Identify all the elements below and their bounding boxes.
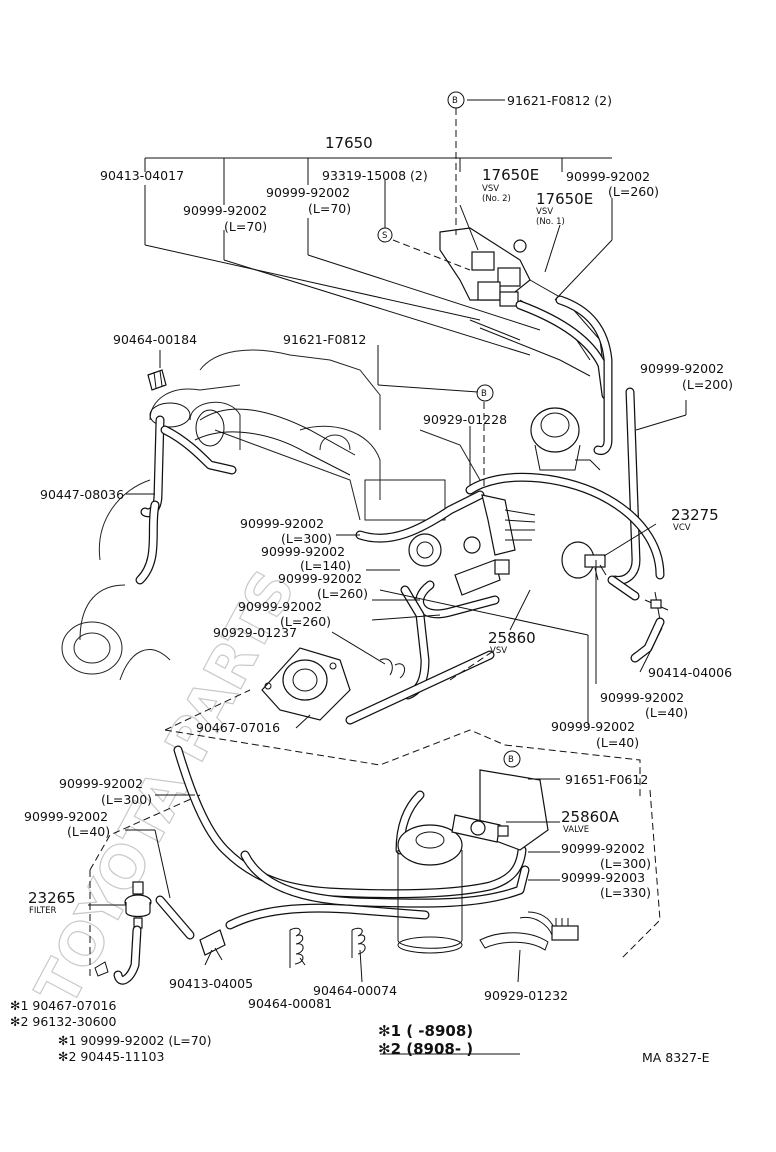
label-hose-l40a: 90999-92002: [600, 690, 684, 705]
svg-text:FILTER: FILTER: [29, 906, 57, 916]
label-17650e-no2: 17650E: [482, 166, 539, 184]
svg-text:(L=200): (L=200): [682, 377, 733, 392]
lower-group-boundary: [89, 649, 661, 980]
label-90464-00074: 90464-00074: [313, 983, 397, 998]
svg-text:(No. 2): (No. 2): [482, 194, 511, 204]
svg-text:(L=70): (L=70): [224, 219, 267, 234]
engine-block-outline: [61, 349, 481, 681]
svg-text:VCV: VCV: [673, 523, 691, 533]
svg-text:B: B: [452, 96, 458, 106]
note-2b: ✻2 90445-11103: [58, 1049, 164, 1064]
valve-25860a: [451, 769, 549, 851]
tee-90414-04006: [644, 591, 669, 621]
vsv-bracket-01228: [481, 494, 536, 556]
actuator-body: [397, 824, 463, 954]
label-25860a: 25860A: [561, 808, 620, 826]
clip-90464-00074: [351, 927, 366, 958]
label-hose-l300c: 90999-92002: [561, 841, 645, 856]
svg-text:(L=40): (L=40): [645, 705, 688, 720]
legend-2: ✻2 (8908- ): [378, 1040, 473, 1058]
svg-text:(L=140): (L=140): [300, 558, 351, 573]
egr-valve: [530, 407, 601, 471]
clamp-90929-01232: [479, 911, 579, 951]
figure-code: MA 8327-E: [642, 1050, 710, 1065]
label-91621-f0812: 91621-F0812: [283, 332, 366, 347]
label-23275: 23275: [671, 506, 719, 524]
svg-text:(L=40): (L=40): [596, 735, 639, 750]
label-90999-92003: 90999-92003: [561, 870, 645, 885]
svg-text:VSV: VSV: [482, 184, 499, 194]
label-91651-f0612: 91651-F0612: [565, 772, 648, 787]
label-hose-l300b: 90999-92002: [59, 776, 143, 791]
svg-text:(L=40): (L=40): [67, 824, 110, 839]
svg-text:(L=300): (L=300): [101, 792, 152, 807]
svg-text:(L=260): (L=260): [280, 614, 331, 629]
label-hose-l300a: 90999-92002: [240, 516, 324, 531]
part-labels: 91621-F0812 (2) 17650 90413-04017 93319-…: [10, 93, 733, 1065]
label-25860: 25860: [488, 629, 536, 647]
leader-lines: [88, 99, 687, 1055]
label-hose-l140: 90999-92002: [261, 544, 345, 559]
note-1a: ✻1 90467-07016: [10, 998, 116, 1013]
svg-text:(L=300): (L=300): [281, 531, 332, 546]
svg-text:S: S: [382, 231, 387, 241]
label-90464-00184: 90464-00184: [113, 332, 197, 347]
label-hose-l40c: 90999-92002: [24, 809, 108, 824]
legend-1: ✻1 ( -8908): [378, 1022, 473, 1040]
tee-90413-04005: [199, 929, 226, 961]
clip-90464-00184: [147, 369, 167, 391]
label-90414-04006: 90414-04006: [648, 665, 732, 680]
label-91621-f0812-2: 91621-F0812 (2): [507, 93, 612, 108]
note-2a: ✻2 96132-30600: [10, 1014, 116, 1029]
label-93319-15008: 93319-15008 (2): [322, 168, 428, 183]
label-hose-top-right: 90999-92002: [566, 169, 650, 184]
intake-duct: [149, 402, 356, 476]
label-hose-l200: 90999-92002: [640, 361, 724, 376]
svg-text:B: B: [508, 755, 514, 765]
svg-text:(L=260): (L=260): [608, 184, 659, 199]
label-90413-04005: 90413-04005: [169, 976, 253, 991]
label-hose-top-left: 90999-92002: [183, 203, 267, 218]
clip-bottom-left: [94, 961, 109, 977]
label-90413-04017: 90413-04017: [100, 168, 184, 183]
label-17650: 17650: [325, 134, 373, 152]
marker-b-bottom: B: [503, 750, 521, 768]
vcv-23275: [561, 541, 607, 581]
label-17650e-no1: 17650E: [536, 190, 593, 208]
label-hose-l260a: 90999-92002: [278, 571, 362, 586]
label-90929-01228: 90929-01228: [423, 412, 507, 427]
svg-text:(L=70): (L=70): [308, 201, 351, 216]
note-1b: ✻1 90999-92002 (L=70): [58, 1033, 212, 1048]
svg-text:VSV: VSV: [490, 646, 507, 656]
label-hose-l260b: 90999-92002: [238, 599, 322, 614]
svg-text:VSV: VSV: [536, 207, 553, 217]
label-90464-00081: 90464-00081: [248, 996, 332, 1011]
vsv-25860: [408, 533, 510, 596]
clip-90464-00081: [289, 927, 304, 968]
label-90929-01237: 90929-01237: [213, 625, 297, 640]
vsv-bracket-assembly: [439, 227, 606, 381]
label-hose-top-mid: 90999-92002: [266, 185, 350, 200]
svg-text:(L=260): (L=260): [317, 586, 368, 601]
svg-text:(L=300): (L=300): [600, 856, 651, 871]
label-hose-l40b: 90999-92002: [551, 719, 635, 734]
canister-90467: [261, 647, 351, 721]
marker-b-top: B: [447, 91, 465, 109]
svg-text:(L=330): (L=330): [600, 885, 651, 900]
filter-23265: [124, 881, 152, 929]
svg-text:VALVE: VALVE: [563, 825, 589, 835]
label-90929-01232: 90929-01232: [484, 988, 568, 1003]
label-23265: 23265: [28, 889, 76, 907]
svg-text:B: B: [481, 389, 487, 399]
label-90467-07016: 90467-07016: [196, 720, 280, 735]
label-90447-08036: 90447-08036: [40, 487, 124, 502]
marker-b-mid: B: [476, 384, 494, 402]
svg-text:(No. 1): (No. 1): [536, 217, 565, 227]
marker-s: S: [377, 227, 393, 243]
